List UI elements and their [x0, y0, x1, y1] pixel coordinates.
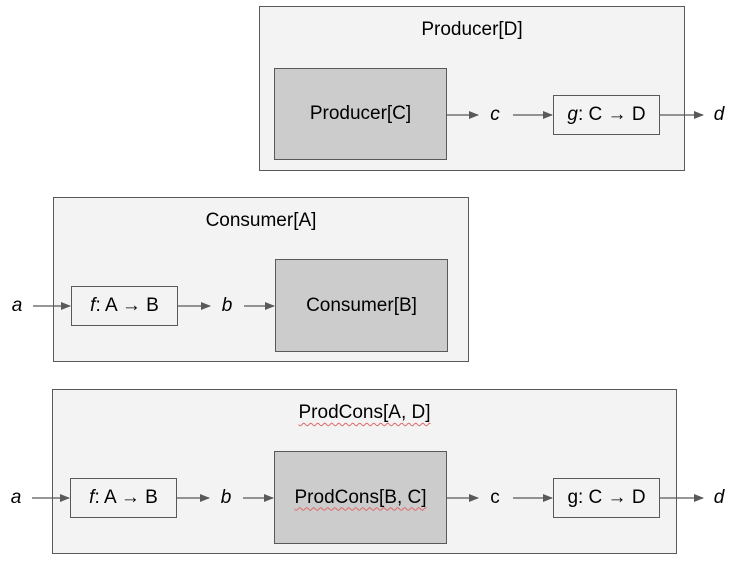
prodcons-fn-g-label: g: C → D — [567, 487, 646, 508]
consumer-fn-f-sig: : A → B — [95, 295, 159, 316]
prodcons-var-b: b — [220, 487, 232, 508]
producer-inner-label: Producer[C] — [309, 103, 412, 124]
prodcons-inner-box: ProdCons[B, C] — [274, 451, 447, 544]
prodcons-inner-label: ProdCons[B, C] — [294, 486, 427, 508]
prodcons-title-text: ProdCons[A, D] — [298, 402, 431, 423]
consumer-fn-f: f: A → B — [71, 286, 178, 326]
consumer-inner-box: Consumer[B] — [275, 259, 448, 352]
prodcons-fn-g: g: C → D — [553, 478, 660, 518]
producer-var-c: c — [490, 104, 500, 125]
prodcons-fn-f-name: f — [89, 487, 95, 508]
consumer-fn-f-name: f — [90, 295, 96, 316]
prodcons-fn-f-sig: : A → B — [94, 487, 158, 508]
prodcons-title: ProdCons[A, D] — [53, 402, 676, 424]
producer-inner-box: Producer[C] — [274, 68, 447, 160]
consumer-title: Consumer[A] — [205, 210, 317, 231]
prodcons-var-a: a — [10, 487, 22, 508]
consumer-var-a: a — [11, 295, 23, 316]
producer-fn-g: g: C → D — [553, 95, 660, 135]
producer-var-d: d — [713, 104, 725, 125]
producer-fn-g-name: g — [567, 104, 578, 125]
producer-title: Producer[D] — [421, 19, 523, 40]
consumer-inner-label: Consumer[B] — [306, 294, 417, 316]
producer-fn-g-sig: : C → D — [578, 104, 646, 125]
prodcons-fn-f: f: A → B — [70, 478, 177, 518]
prodcons-var-d: d — [713, 487, 725, 508]
prodcons-var-c: c — [490, 487, 500, 508]
consumer-var-b: b — [221, 295, 233, 316]
